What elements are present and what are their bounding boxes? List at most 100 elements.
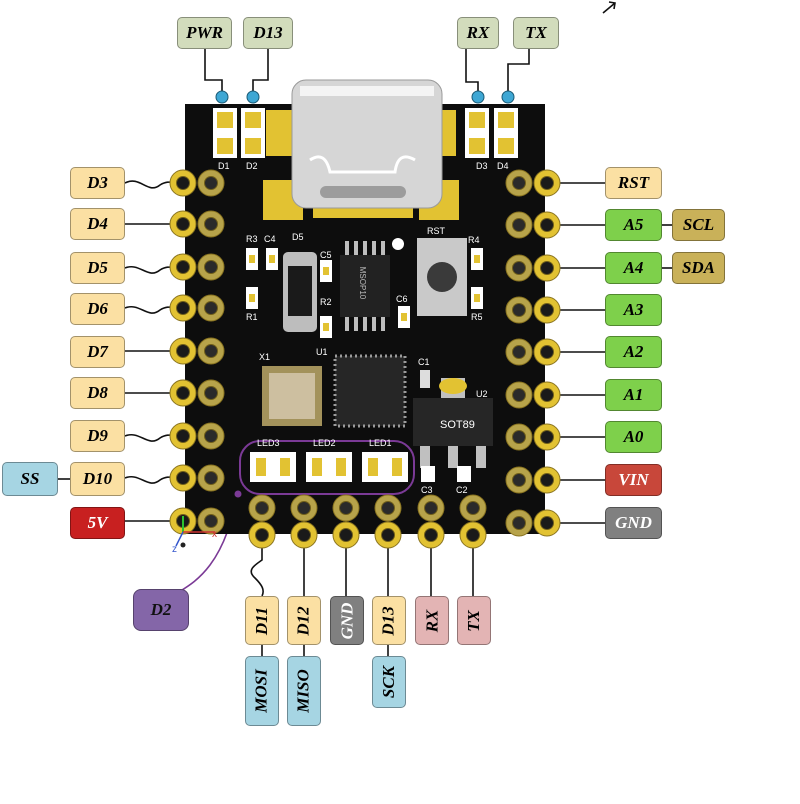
pin-right-inner-7 xyxy=(505,423,533,451)
label-rx-bottom: RX xyxy=(415,596,449,645)
label-a5: A5 xyxy=(605,209,662,241)
pin-bottom-1 xyxy=(248,521,276,549)
silk-r3: R3 xyxy=(246,234,258,244)
label-a3: A3 xyxy=(605,294,662,326)
label-d13-bottom: D13 xyxy=(372,596,406,645)
reset-button xyxy=(417,238,467,316)
label-rx-top: RX xyxy=(457,17,499,49)
pin-bottom-4 xyxy=(374,521,402,549)
wire-rx-top xyxy=(465,48,479,96)
led-ring-anchor xyxy=(234,490,242,498)
msop10-chip xyxy=(340,241,390,331)
label-a2: A2 xyxy=(605,336,662,368)
pin-left-2 xyxy=(169,210,197,238)
pin-bottom-3 xyxy=(332,521,360,549)
pin-right-3 xyxy=(533,254,561,282)
led-highlight-ring xyxy=(239,440,415,495)
silk-c1: C1 xyxy=(418,357,430,367)
label-scl: SCL xyxy=(672,209,725,241)
pin-left-inner-2 xyxy=(197,210,225,238)
label-d12: D12 xyxy=(287,596,321,645)
pin-left-inner-3 xyxy=(197,253,225,281)
silk-d3: D3 xyxy=(476,161,488,171)
pin-left-4 xyxy=(169,294,197,322)
pin-left-3 xyxy=(169,253,197,281)
label-d10: D10 xyxy=(70,462,125,496)
silk-u1: U1 xyxy=(316,347,328,357)
label-mosi: MOSI xyxy=(245,656,279,726)
label-a4: A4 xyxy=(605,252,662,284)
pin-header-layer xyxy=(169,169,561,549)
pin-right-inner-1 xyxy=(505,169,533,197)
pin-bottom-6 xyxy=(459,521,487,549)
pin-bottom-inner-1 xyxy=(248,494,276,522)
cap-c1 xyxy=(420,370,467,394)
label-gnd-right: GND xyxy=(605,507,662,539)
pin-bottom-inner-4 xyxy=(374,494,402,522)
pin-left-6 xyxy=(169,379,197,407)
usb-c-connector xyxy=(263,79,459,220)
pin-right-5 xyxy=(533,338,561,366)
label-pwr: PWR xyxy=(177,17,232,49)
label-sck: SCK xyxy=(372,656,406,708)
pin-right-inner-5 xyxy=(505,338,533,366)
label-d6: D6 xyxy=(70,293,125,325)
wire-tx-top xyxy=(507,48,530,96)
label-d13-top: D13 xyxy=(243,17,293,49)
crystal-x1 xyxy=(262,366,322,426)
pin-right-inner-6 xyxy=(505,381,533,409)
label-rst: RST xyxy=(605,167,662,199)
label-ss: SS xyxy=(2,462,58,496)
pin-right-9 xyxy=(533,509,561,537)
rgb-leds xyxy=(234,440,415,498)
pin-left-inner-8 xyxy=(197,464,225,492)
label-gnd-bottom: GND xyxy=(330,596,364,645)
pin-left-7 xyxy=(169,422,197,450)
silk-r1: R1 xyxy=(246,312,258,322)
pin-left-inner-7 xyxy=(197,422,225,450)
pin-left-inner-9 xyxy=(197,507,225,535)
pin-bottom-inner-5 xyxy=(417,494,445,522)
pin-right-1 xyxy=(533,169,561,197)
led-anchor-dots xyxy=(215,90,515,104)
label-d5: D5 xyxy=(70,252,125,284)
silk-c6: C6 xyxy=(396,294,408,304)
label-d4: D4 xyxy=(70,208,125,240)
label-tx-top: TX xyxy=(513,17,559,49)
silk-c5: C5 xyxy=(320,250,332,260)
pin-right-2 xyxy=(533,211,561,239)
silk-c4: C4 xyxy=(264,234,276,244)
pin-left-inner-1 xyxy=(197,169,225,197)
silk-x1: X1 xyxy=(259,352,271,362)
pin-bottom-inner-6 xyxy=(459,494,487,522)
pin-left-1 xyxy=(169,169,197,197)
pin-bottom-5 xyxy=(417,521,445,549)
pin-right-7 xyxy=(533,423,561,451)
pin-bottom-inner-3 xyxy=(332,494,360,522)
silk-d5: D5 xyxy=(292,232,304,242)
pin-left-8 xyxy=(169,464,197,492)
silk-led1: LED1 xyxy=(369,438,392,448)
label-miso: MISO xyxy=(287,656,321,726)
silk-d2: D2 xyxy=(246,161,258,171)
pin-right-6 xyxy=(533,381,561,409)
label-5v: 5V xyxy=(70,507,125,539)
pin-right-inner-4 xyxy=(505,296,533,324)
wire-layer xyxy=(58,1,672,656)
silk-u2: U2 xyxy=(476,389,488,399)
pin-bottom-2 xyxy=(290,521,318,549)
mount-dot xyxy=(392,238,404,250)
pin-left-inner-5 xyxy=(197,337,225,365)
pin-left-5 xyxy=(169,337,197,365)
axis-marker xyxy=(175,516,215,548)
wire-d13-top xyxy=(252,48,269,96)
label-d8: D8 xyxy=(70,377,125,409)
silk-led2: LED2 xyxy=(313,438,336,448)
silk-sot89: SOT89 xyxy=(440,419,475,431)
wire-pwr xyxy=(204,48,223,96)
mcu-u1 xyxy=(333,354,407,428)
label-d2-led: D2 xyxy=(133,589,189,631)
label-d9: D9 xyxy=(70,420,125,452)
pin-right-inner-9 xyxy=(505,509,533,537)
